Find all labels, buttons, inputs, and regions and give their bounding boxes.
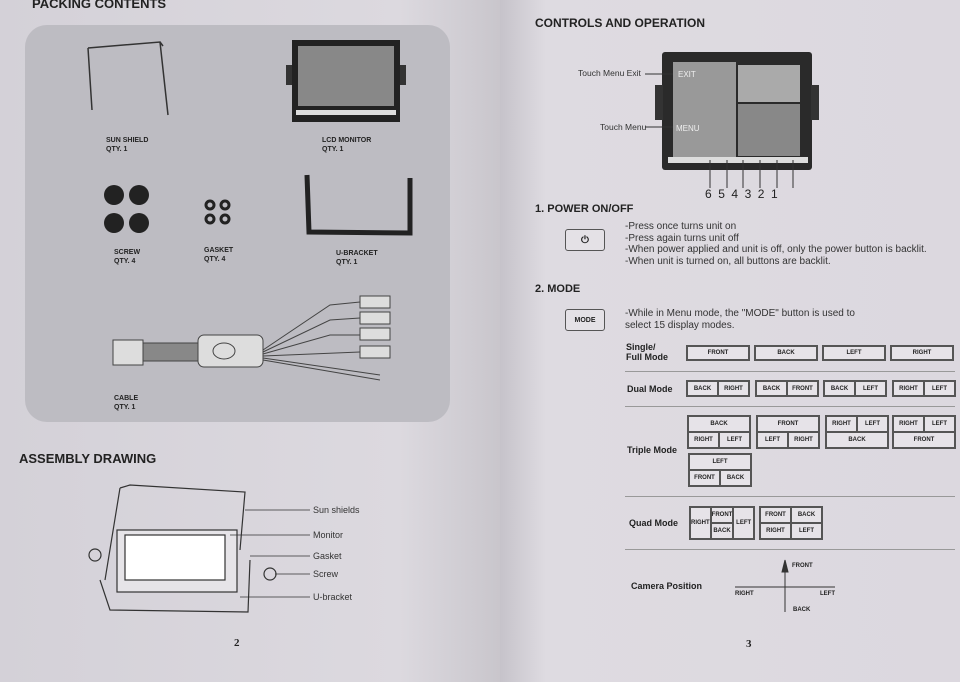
assembly-drawing-title: ASSEMBLY DRAWING xyxy=(19,451,157,466)
power-description: -Press once turns unit on-Press again tu… xyxy=(625,221,927,267)
mode-heading: 2. MODE xyxy=(535,283,581,295)
single-right: RIGHT xyxy=(890,345,954,361)
camera-position-label: Camera Position xyxy=(631,581,703,591)
divider xyxy=(625,406,955,407)
packing-illustrations xyxy=(87,40,413,613)
packing-contents-title: PACKING CONTENTS xyxy=(32,0,167,11)
num: 4 xyxy=(731,187,739,201)
single-left: LEFT xyxy=(822,345,886,361)
camera-front: FRONT xyxy=(792,563,813,569)
num: 2 xyxy=(757,187,765,201)
callout-touch-menu-exit: Touch Menu Exit xyxy=(578,68,641,78)
lcd-monitor-image xyxy=(286,40,406,122)
screw-image xyxy=(104,185,149,233)
cable-image xyxy=(112,295,391,381)
page-number: 3 xyxy=(746,638,752,650)
u-bracket-image xyxy=(304,174,413,236)
page-number: 2 xyxy=(234,637,240,649)
assembly-drawing-image xyxy=(88,484,310,613)
num: 3 xyxy=(744,187,752,201)
gasket-image xyxy=(204,199,231,225)
mode-button[interactable]: MODE xyxy=(565,309,605,331)
divider xyxy=(625,371,955,372)
camera-right: RIGHT xyxy=(735,591,754,597)
triple-mode-label: Triple Mode xyxy=(627,445,678,455)
screen-exit-label: EXIT xyxy=(678,70,696,79)
num: 5 xyxy=(718,187,725,201)
label-screw: Screw xyxy=(313,569,339,579)
power-icon: ⏻ xyxy=(581,234,589,246)
single-front: FRONT xyxy=(686,345,750,361)
num: 1 xyxy=(770,187,778,201)
callout-touch-menu: Touch Menu xyxy=(600,122,647,132)
num: 6 xyxy=(705,187,712,201)
quad-mode-label: Quad Mode xyxy=(629,518,678,528)
power-heading: 1. POWER ON/OFF xyxy=(535,203,634,215)
dual-mode-label: Dual Mode xyxy=(627,384,673,394)
camera-back: BACK xyxy=(793,607,811,613)
label-sun-shields: Sun shields xyxy=(313,505,360,515)
divider xyxy=(625,496,955,497)
single-back: BACK xyxy=(754,345,818,361)
camera-left: LEFT xyxy=(820,591,835,597)
power-button[interactable]: ⏻ xyxy=(565,229,605,251)
single-mode-label: Single/Full Mode xyxy=(626,342,668,362)
divider xyxy=(625,549,955,550)
sun-shield-image xyxy=(87,41,169,116)
label-u-bracket: U-bracket xyxy=(313,592,353,602)
mode-description: -While in Menu mode, the "MODE" button i… xyxy=(625,308,855,331)
camera-position-axes xyxy=(735,559,835,612)
label-monitor: Monitor xyxy=(313,530,344,540)
controls-title: CONTROLS AND OPERATION xyxy=(535,16,705,30)
screen-menu-label: MENU xyxy=(676,124,700,133)
label-gasket: Gasket xyxy=(313,551,342,561)
